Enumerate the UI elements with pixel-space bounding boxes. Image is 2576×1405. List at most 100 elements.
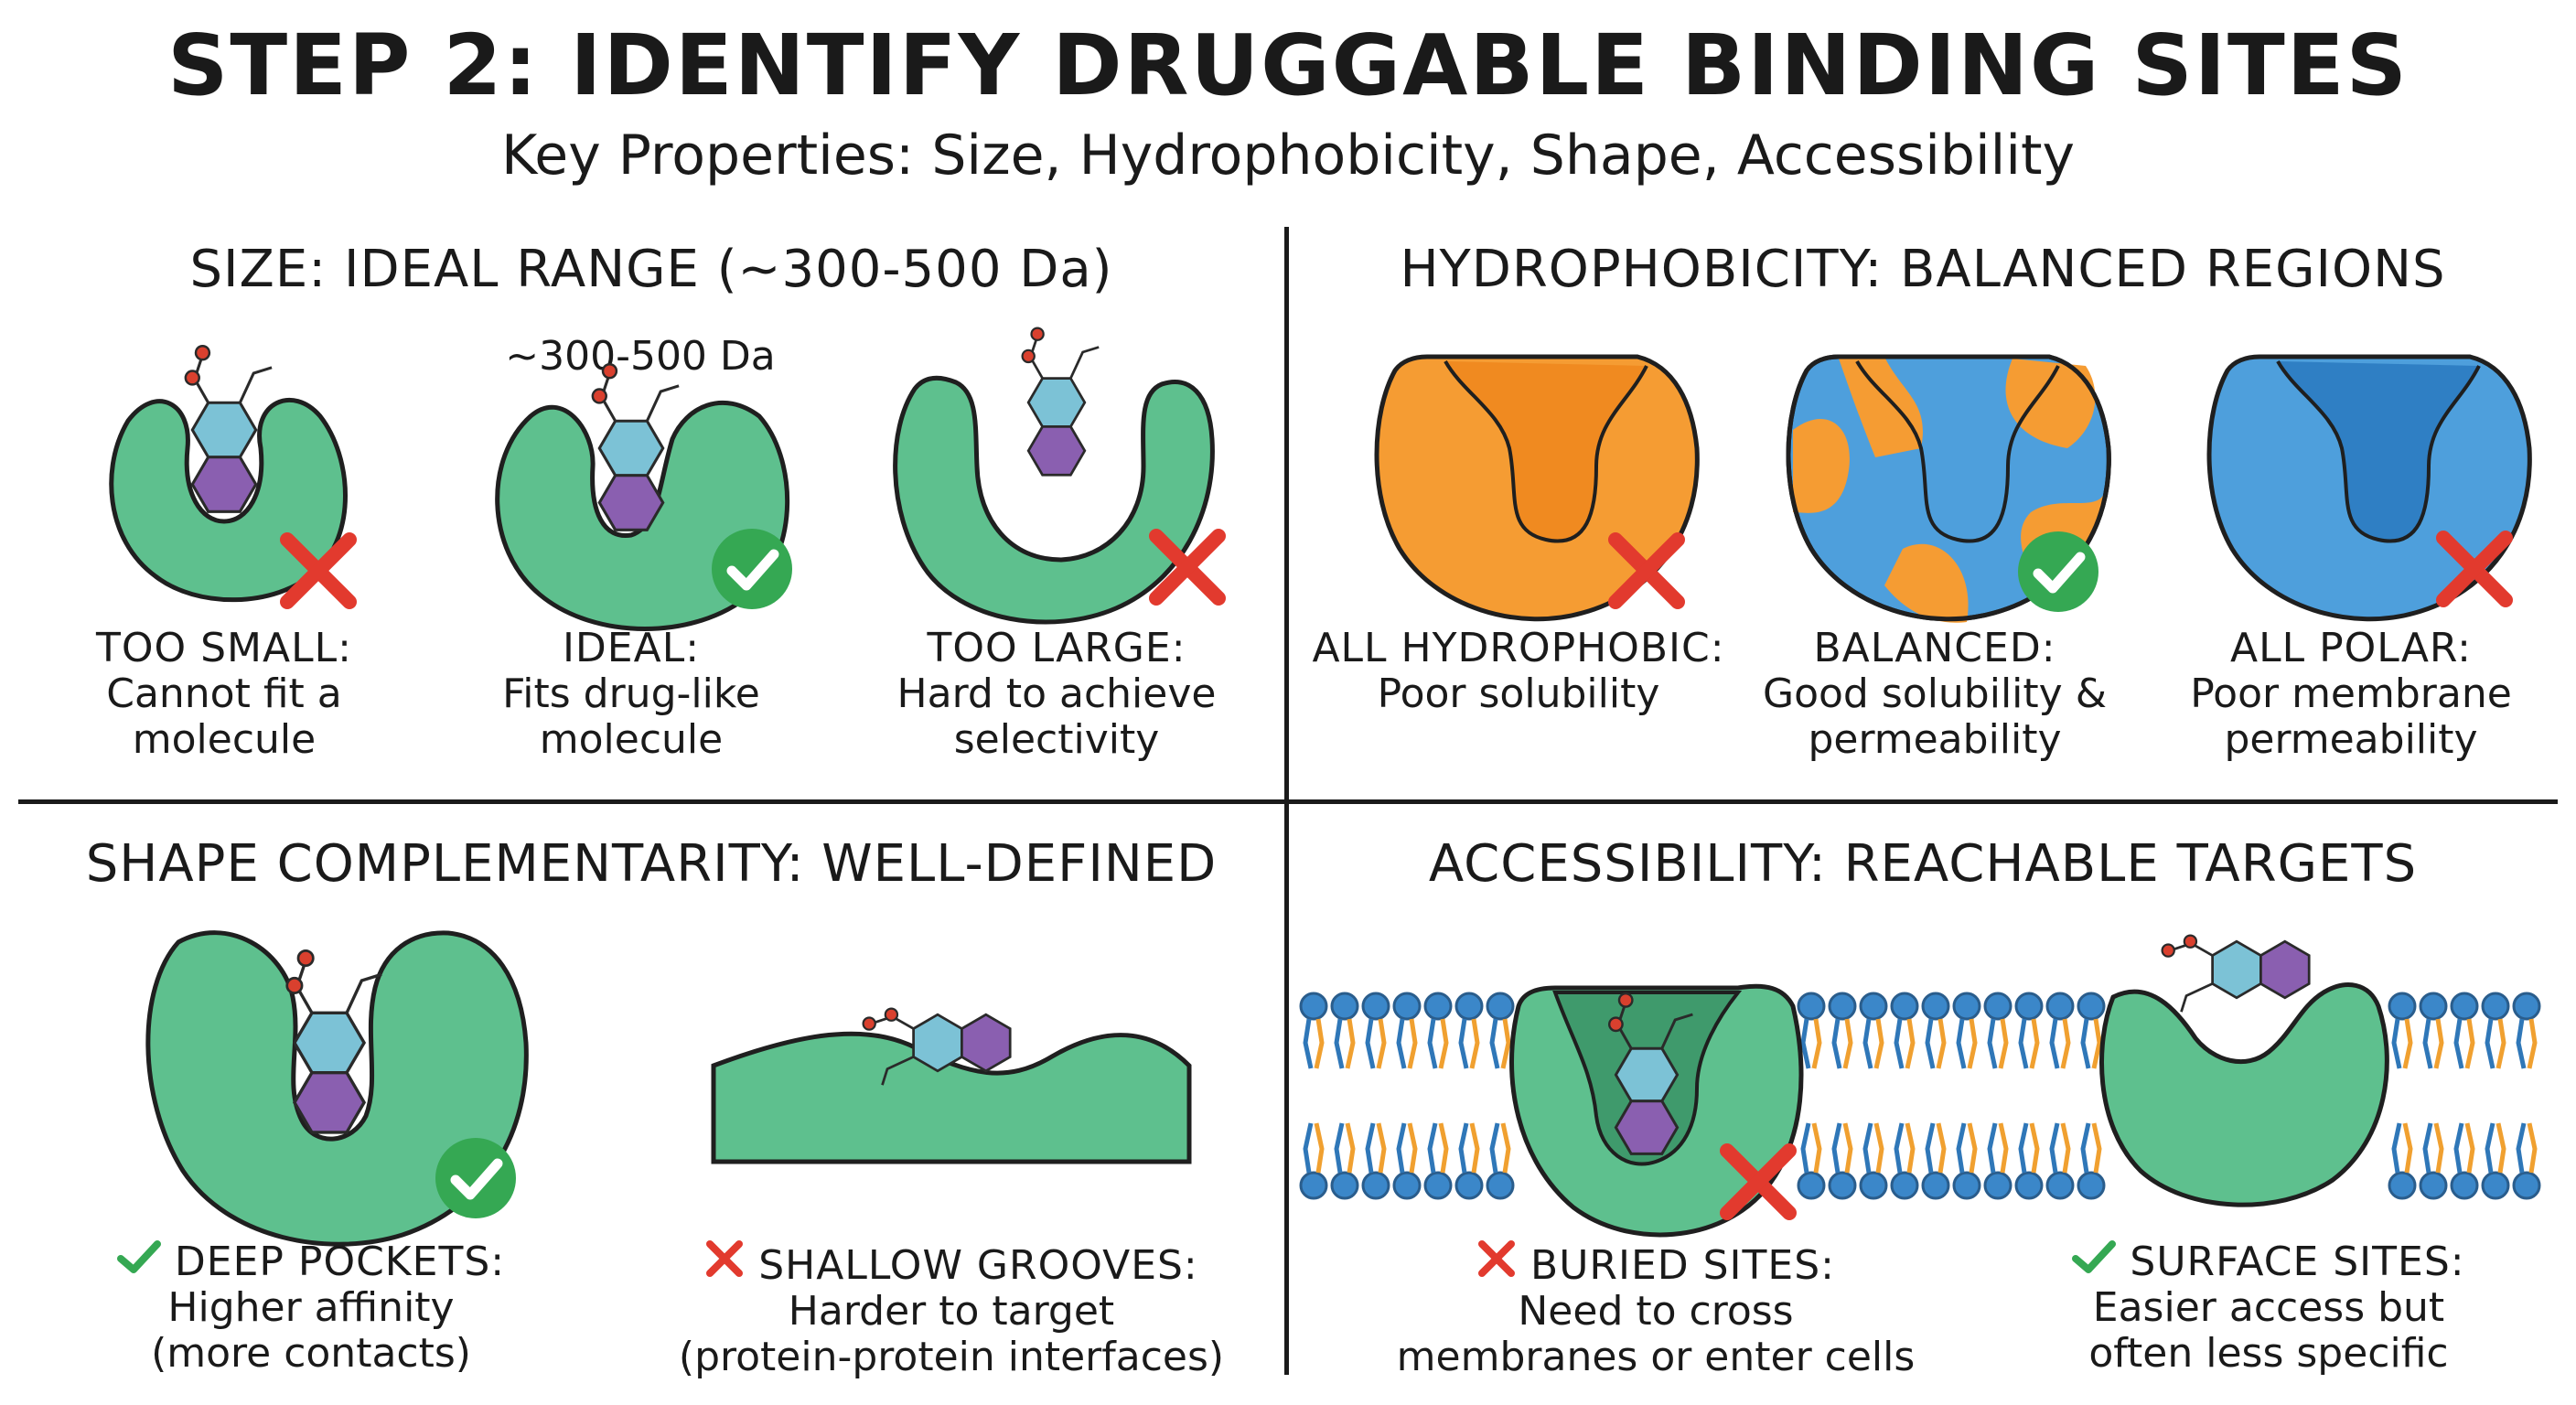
caption-line: Cannot fit a [106, 670, 342, 717]
caption-line: permeability [1808, 716, 2062, 763]
lipid-molecule [2389, 1123, 2415, 1198]
caption-line: selectivity [953, 716, 1160, 763]
lipid-molecule [2452, 993, 2477, 1068]
lipid-molecule [1923, 1123, 1948, 1198]
caption-heading: TOO SMALL: [96, 625, 352, 671]
lipid-molecule [1861, 993, 1886, 1068]
caption-heading-row: SURFACE SITES: [1994, 1239, 2543, 1285]
ligand-molecule [2161, 934, 2311, 1014]
lipid-molecule [2420, 993, 2446, 1068]
lipid-molecule [1487, 993, 1513, 1068]
lipid-molecule [2514, 993, 2539, 1068]
lipid-molecule [1332, 1123, 1358, 1198]
cross-mark-icon [706, 1240, 744, 1277]
horizontal-divider [18, 799, 2558, 804]
protein-too-small [109, 398, 348, 603]
lipid-molecule [1798, 1123, 1824, 1198]
caption-deep-pockets: DEEP POCKETS: Higher affinity (more cont… [73, 1239, 549, 1377]
size-section-title: SIZE: IDEAL RANGE (~300-500 Da) [189, 240, 1113, 299]
caption-all-hydrophobic: ALL HYDROPHOBIC: Poor solubility [1299, 626, 1738, 717]
caption-line: Fits drug-like [502, 670, 760, 717]
accessibility-section-title: ACCESSIBILITY: REACHABLE TARGETS [1428, 834, 2418, 894]
ligand-molecule [1021, 327, 1100, 477]
cross-mark-icon [1478, 1240, 1516, 1277]
caption-all-polar: ALL POLAR: Poor membrane permeability [2150, 626, 2552, 763]
caption-line: often less specific [2088, 1330, 2449, 1377]
check-icon [2018, 531, 2098, 612]
caption-heading: DEEP POCKETS: [174, 1239, 506, 1285]
lipid-molecule [1456, 1123, 1482, 1198]
lipid-molecule [1954, 993, 1980, 1068]
caption-heading: ALL POLAR: [2230, 625, 2472, 671]
caption-heading-row: BURIED SITES: [1372, 1239, 1939, 1289]
caption-line: Poor solubility [1377, 670, 1660, 717]
caption-heading: BURIED SITES: [1530, 1242, 1835, 1289]
protein-surface-site [2099, 982, 2389, 1207]
lipid-molecule [1954, 1123, 1980, 1198]
protein-deep-pocket [145, 930, 529, 1247]
lipid-molecule [2078, 1123, 2104, 1198]
check-icon [712, 529, 792, 609]
lipid-molecule [1892, 1123, 1917, 1198]
caption-line: Poor membrane [2190, 670, 2512, 717]
page-subtitle: Key Properties: Size, Hydrophobicity, Sh… [500, 123, 2076, 188]
caption-line: molecule [539, 716, 724, 763]
lipid-molecule [1425, 993, 1451, 1068]
lipid-molecule [2047, 993, 2073, 1068]
lipid-molecule [1985, 1123, 2011, 1198]
caption-line: permeability [2224, 716, 2478, 763]
lipid-molecule [1861, 1123, 1886, 1198]
caption-balanced: BALANCED: Good solubility & permeability [1743, 626, 2127, 763]
caption-line: molecule [132, 716, 317, 763]
caption-line: membranes or enter cells [1396, 1334, 1916, 1380]
caption-line: Higher affinity [167, 1284, 455, 1331]
caption-too-large: TOO LARGE: Hard to achieve selectivity [860, 626, 1253, 763]
lipid-molecule [1301, 1123, 1326, 1198]
caption-heading: BALANCED: [1813, 625, 2056, 671]
caption-line: Harder to target [788, 1288, 1115, 1335]
lipid-molecule [1830, 993, 1855, 1068]
lipid-molecule [2514, 1123, 2539, 1198]
caption-line: Good solubility & [1763, 670, 2107, 717]
caption-shallow-grooves: SHALLOW GROOVES: Harder to target (prote… [659, 1239, 1244, 1380]
lipid-molecule [1830, 1123, 1855, 1198]
lipid-molecule [1425, 1123, 1451, 1198]
lipid-molecule [1456, 993, 1482, 1068]
caption-too-small: TOO SMALL: Cannot fit a molecule [55, 626, 393, 763]
caption-surface-sites: SURFACE SITES: Easier access but often l… [1994, 1239, 2543, 1377]
caption-heading: SHALLOW GROOVES: [758, 1242, 1198, 1289]
caption-line: Easier access but [2092, 1284, 2445, 1331]
caption-heading: ALL HYDROPHOBIC: [1312, 625, 1725, 671]
page-title: STEP 2: IDENTIFY DRUGGABLE BINDING SITES [167, 16, 2409, 114]
lipid-molecule [2483, 1123, 2508, 1198]
lipid-molecule [2452, 1123, 2477, 1198]
caption-heading: IDEAL: [562, 625, 701, 671]
caption-buried-sites: BURIED SITES: Need to cross membranes or… [1372, 1239, 1939, 1380]
shape-section-title: SHAPE COMPLEMENTARITY: WELL-DEFINED [85, 834, 1218, 894]
lipid-molecule [1985, 993, 2011, 1068]
lipid-molecule [1332, 993, 1358, 1068]
lipid-molecule [1892, 993, 1917, 1068]
protein-shallow-groove [711, 1031, 1192, 1164]
lipid-molecule [2016, 993, 2042, 1068]
caption-line: Hard to achieve [896, 670, 1217, 717]
caption-line: Need to cross [1518, 1288, 1794, 1335]
lipid-molecule [2016, 1123, 2042, 1198]
caption-heading-row: SHALLOW GROOVES: [659, 1239, 1244, 1289]
caption-heading: SURFACE SITES: [2130, 1239, 2465, 1285]
caption-heading-row: DEEP POCKETS: [73, 1239, 549, 1285]
lipid-molecule [1923, 993, 1948, 1068]
lipid-molecule [2389, 993, 2415, 1068]
mass-range-label: ~300-500 Da [505, 333, 776, 380]
lipid-molecule [1363, 993, 1389, 1068]
caption-heading: TOO LARGE: [927, 625, 1186, 671]
check-mark-icon [116, 1240, 161, 1273]
caption-line: (protein-protein interfaces) [678, 1334, 1225, 1380]
check-icon [435, 1138, 516, 1218]
lipid-molecule [1394, 1123, 1420, 1198]
protein-too-large [893, 375, 1215, 625]
lipid-molecule [1301, 993, 1326, 1068]
lipid-molecule [2047, 1123, 2073, 1198]
lipid-molecule [1487, 1123, 1513, 1198]
